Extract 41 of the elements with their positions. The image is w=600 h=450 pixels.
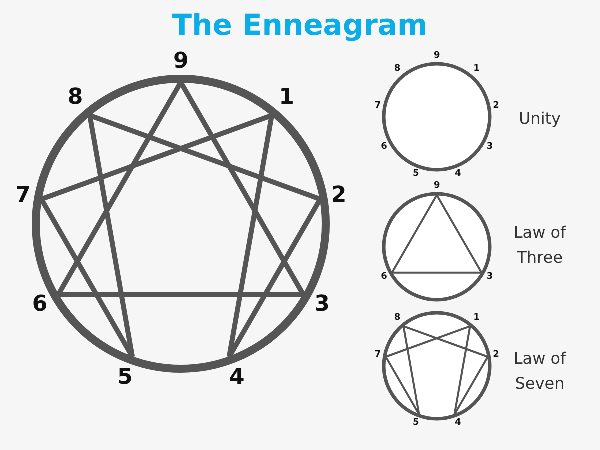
point-number: 3 <box>314 294 330 316</box>
point-number: 7 <box>374 351 382 360</box>
connector-line <box>40 113 273 202</box>
title: The Enneagram <box>172 8 428 43</box>
connector-line <box>56 81 184 296</box>
point-number: 4 <box>230 367 245 390</box>
connector-line <box>392 272 482 274</box>
point-number: 2 <box>493 102 500 112</box>
point-number: 9 <box>434 52 440 61</box>
point-number: 7 <box>374 102 382 112</box>
point-number: 3 <box>486 273 494 282</box>
connector-line <box>88 115 136 358</box>
point-number: 5 <box>412 419 420 428</box>
point-number: 5 <box>412 170 420 180</box>
point-number: 7 <box>16 185 31 208</box>
connector-line <box>391 194 438 274</box>
point-number: 8 <box>68 87 84 110</box>
point-number: 1 <box>474 65 480 74</box>
point-number: 4 <box>455 419 462 428</box>
point-number: 2 <box>493 351 500 360</box>
point-number: 9 <box>174 51 189 73</box>
connector-line <box>227 198 323 358</box>
connector-line <box>89 113 322 202</box>
figure-caption: Law of Seven <box>512 348 568 395</box>
point-number: 9 <box>434 182 440 191</box>
point-number: 6 <box>381 143 388 152</box>
figure-caption: Law of Three <box>512 222 568 269</box>
connector-line <box>58 292 304 298</box>
point-number: 2 <box>331 185 347 208</box>
point-number: 8 <box>394 65 401 74</box>
point-number: 6 <box>32 294 48 316</box>
connector-line <box>436 194 483 274</box>
point-number: 6 <box>381 273 388 282</box>
point-number: 4 <box>455 170 462 180</box>
connector-line <box>39 198 135 358</box>
connector-line <box>178 81 306 296</box>
point-number: 5 <box>117 367 133 390</box>
figure-caption: Unity <box>518 108 562 130</box>
connector-line <box>226 115 274 358</box>
point-number: 1 <box>279 87 294 110</box>
point-number: 3 <box>486 143 494 152</box>
